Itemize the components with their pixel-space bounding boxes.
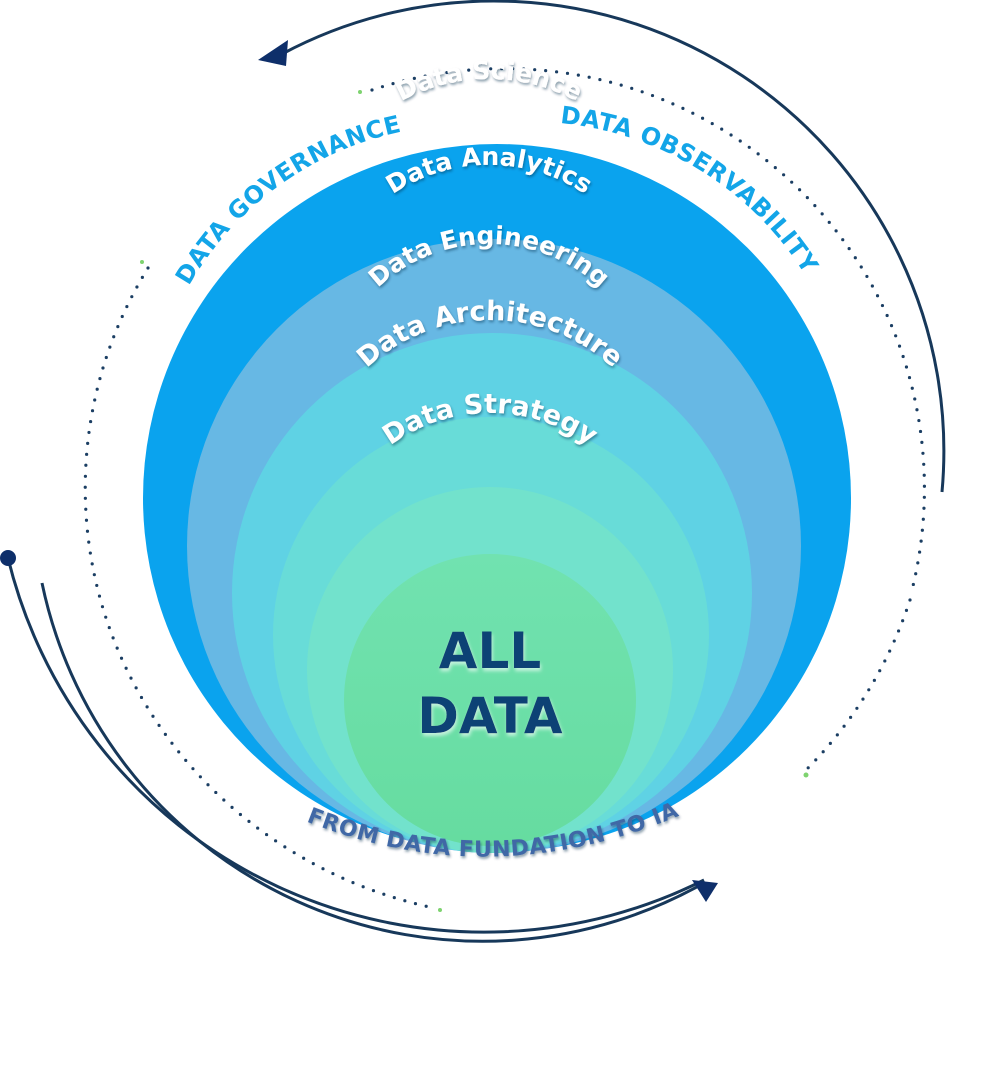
dotted-arc-left	[83, 266, 436, 910]
layer-stack	[143, 144, 851, 853]
left-cycle-arc	[40, 582, 705, 943]
dotted-arcs	[83, 66, 927, 912]
top-cycle-arc	[281, 0, 946, 493]
green-accent-dot	[358, 90, 362, 94]
bottom-cycle-arc	[6, 557, 705, 934]
layer-label-data-science: Data Science	[391, 56, 587, 107]
dotted-arc-top-right	[370, 66, 927, 592]
outer-cycle-arcs	[0, 0, 946, 943]
bottom-arrowhead-icon	[692, 880, 718, 902]
green-accent-dot	[803, 772, 809, 778]
core-label-line2: DATA	[417, 687, 563, 745]
green-accent-dot	[140, 260, 144, 264]
start-dot-icon	[0, 550, 16, 566]
top-arrowhead-icon	[258, 40, 288, 66]
dotted-arc-right-lower	[806, 598, 912, 770]
green-accent-dot	[438, 908, 442, 912]
core-label-line1: ALL	[439, 622, 541, 680]
core-all-data	[344, 554, 636, 846]
